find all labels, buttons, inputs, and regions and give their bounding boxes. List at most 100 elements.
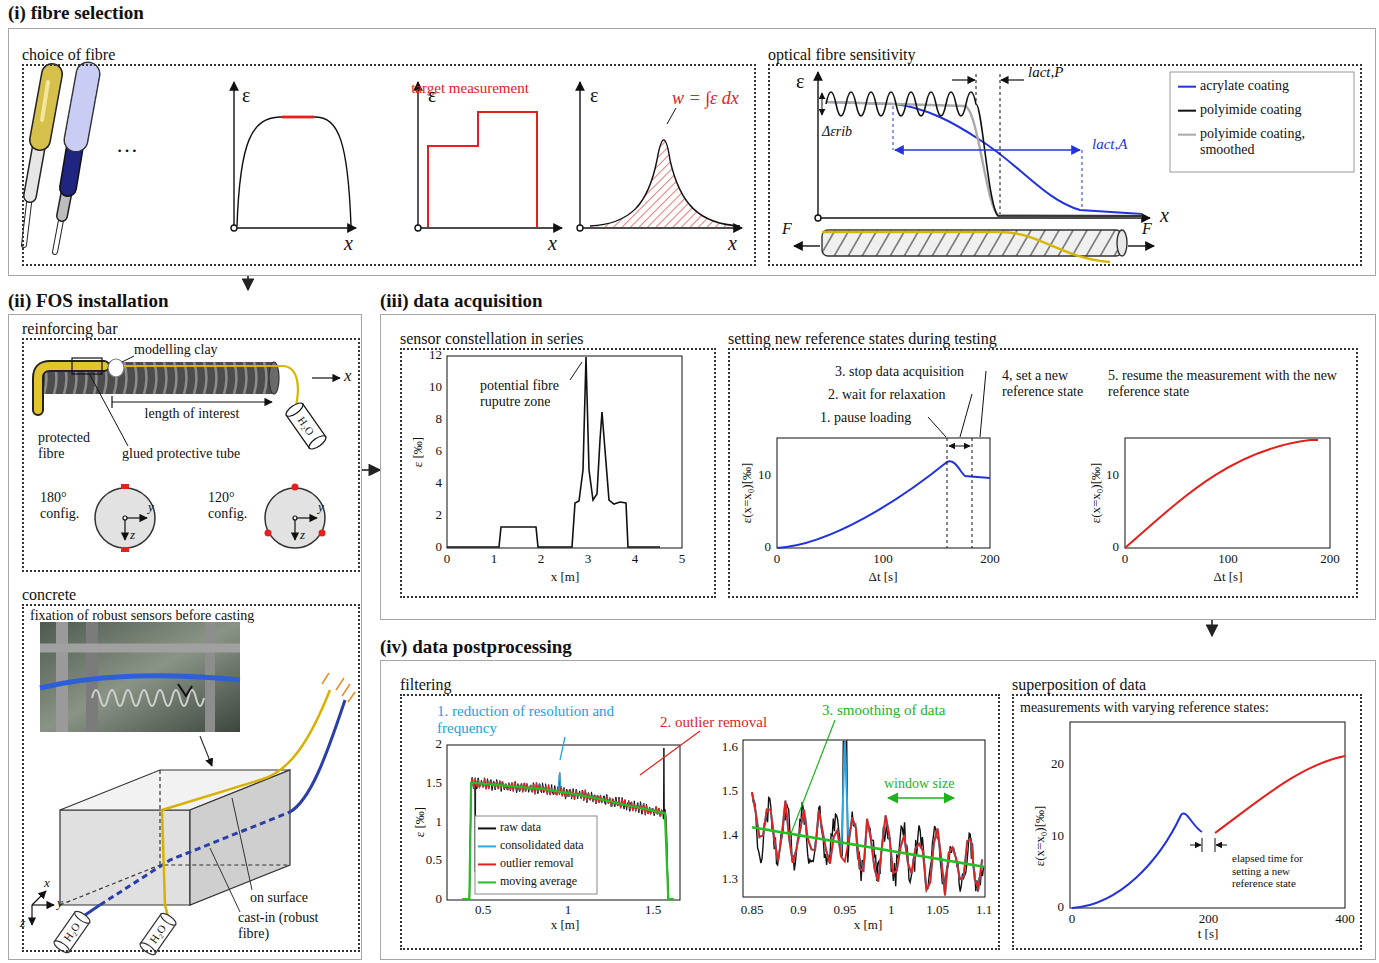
concrete-installation-rect: [40, 622, 240, 732]
superposition-plot-rect: [1070, 722, 1345, 908]
tick-label: 5: [679, 552, 686, 567]
panel-heading: (i) fibre selection: [8, 2, 144, 24]
superposition-plot-path: [1215, 756, 1345, 833]
filtering-plots-line: [790, 720, 835, 836]
tick-label: 1: [888, 903, 895, 918]
legend-sample: [478, 863, 496, 865]
tick-label: 10: [1051, 829, 1064, 844]
axis-label: x: [44, 876, 50, 891]
annotation: …: [116, 132, 138, 157]
tick-label: 10: [1106, 468, 1119, 483]
rebar-installation-line: [295, 517, 317, 518]
fibre-cables-line: [40, 74, 52, 140]
rebar-installation: [38, 356, 340, 552]
force-label: F: [782, 220, 792, 238]
axis-label: ε(x=x₀)[‰]: [1089, 463, 1104, 524]
concrete-installation-line: [200, 736, 212, 766]
tick-label: 4: [632, 552, 639, 567]
rebar-installation-ellipse: [108, 359, 124, 377]
sensitivity-plot-path: [826, 102, 1142, 214]
concrete-installation-path: [162, 690, 330, 919]
rebar-installation-g-ellipse: [307, 433, 328, 451]
tick-label: 0: [444, 552, 451, 567]
filtering-plots-path: [463, 773, 674, 899]
sensitivity-plot-ellipse: [1117, 230, 1127, 256]
strain-sketches-path: [417, 82, 418, 228]
annotation: 4, set a new reference state: [1002, 368, 1114, 400]
annotation: on surface: [250, 890, 308, 906]
axis-label: z: [300, 528, 305, 543]
legend-entry: polyimide coating: [1200, 102, 1350, 118]
axis-label: x: [1160, 204, 1169, 227]
concrete-installation-path: [322, 673, 355, 702]
strain-sketches-path: [579, 82, 580, 228]
strain-sketches-path: [590, 140, 740, 227]
legend-entry: moving average: [500, 875, 577, 889]
legend-entry: outlier removal: [500, 857, 574, 871]
filtering-plots-line: [640, 731, 700, 775]
tick-label: 1.6: [722, 740, 738, 755]
rebar-installation-path: [38, 366, 104, 410]
fibre-cables: [24, 74, 88, 252]
superposition-plot: [1070, 722, 1345, 908]
tick-label: 2: [436, 508, 443, 523]
panel-heading: (iii) data acquisition: [380, 290, 543, 312]
rebar-installation-circle: [319, 530, 326, 537]
flow-arrow: [362, 469, 380, 471]
rebar-installation-circle: [95, 488, 155, 548]
rebar-installation-rect: [72, 358, 102, 374]
superposition-plot-line: [1216, 845, 1227, 846]
filtering-plots-path: [752, 827, 984, 867]
legend-sample: [478, 881, 496, 883]
sensitivity-plot-path: [822, 232, 1110, 262]
tick-label: 400: [1335, 912, 1355, 927]
panel: (ii) FOS installationreinforcing barconc…: [8, 290, 362, 960]
tick-label: 1.1: [976, 903, 992, 918]
filtering-plots-path: [752, 792, 982, 895]
sensitivity-plot-path: [826, 92, 1142, 216]
cylinder-label: H₂O: [295, 414, 317, 437]
sensitivity-plot-line: [1082, 150, 1083, 211]
annotation: 2. outlier removal: [660, 714, 767, 731]
rebar-installation-circle: [265, 530, 272, 537]
dotted-frame: [1012, 694, 1362, 950]
tick-label: 4: [436, 476, 443, 491]
tick-label: 3: [585, 552, 592, 567]
sensitivity-plot-line: [794, 245, 820, 246]
tick-label: 1.5: [645, 903, 661, 918]
annotation: lact,P: [1028, 64, 1063, 81]
concrete-installation-path: [40, 676, 240, 688]
tick-label: 0.5: [426, 853, 442, 868]
cylinder-label: H₂O: [61, 920, 83, 943]
dotted-frame: [22, 64, 756, 266]
tick-label: 8: [436, 412, 443, 427]
axis-label: ε(x=x₀)[‰]: [740, 463, 755, 524]
superposition-plot-line: [1215, 838, 1216, 852]
rebar-installation-line: [112, 401, 272, 402]
tick-label: 2: [538, 552, 545, 567]
concrete-installation-path: [178, 684, 192, 696]
concrete-installation-line: [31, 905, 32, 925]
tick-label: 1: [491, 552, 498, 567]
tick-label: 100: [873, 552, 893, 567]
rebar-installation-line: [294, 518, 295, 540]
fibre-cables-line: [76, 74, 88, 140]
rebar-installation-circle: [293, 516, 297, 520]
strain-sketches-circle: [577, 225, 583, 231]
annotation: elapsed time for setting a new reference…: [1232, 852, 1328, 890]
force-label: F: [1142, 220, 1152, 238]
rebar-installation-circle: [265, 488, 325, 548]
annotation: 180° config.: [40, 490, 90, 522]
sensitivity-plot-line: [895, 149, 1080, 150]
axis-label: z: [130, 528, 135, 543]
sensitivity-plot-path: [818, 217, 1150, 218]
rebar-installation-path: [38, 366, 104, 410]
panel: (i) fibre selectionchoice of fibreoptica…: [8, 2, 1376, 276]
annotation: 1. pause loading: [820, 410, 911, 426]
tick-label: 0: [774, 552, 781, 567]
sensitivity-plot-line: [976, 74, 977, 104]
annotation: protected fibre: [38, 430, 108, 462]
sensor-series-plot-line: [570, 362, 582, 380]
